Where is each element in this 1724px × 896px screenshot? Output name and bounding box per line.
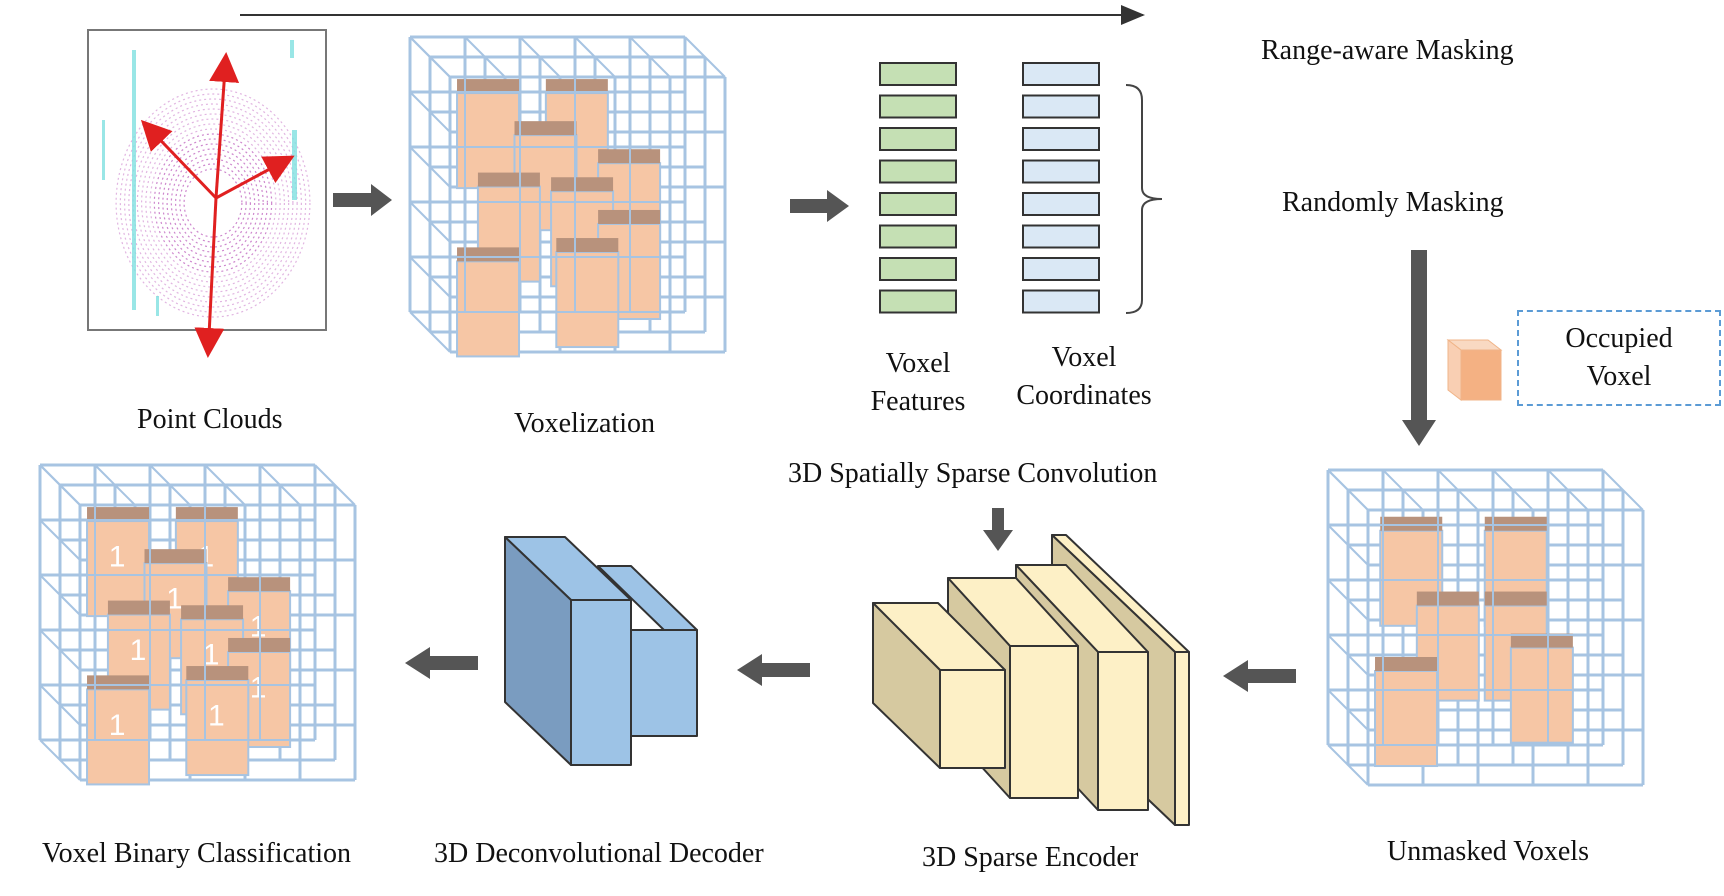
occupied-voxel: 1 <box>86 507 151 618</box>
arrow-masking-down <box>1402 250 1436 446</box>
arrow-voxelization-to-features <box>790 190 849 222</box>
voxel-coordinate-row <box>1022 289 1100 314</box>
occupancy-label: 1 <box>109 540 126 573</box>
voxel-coordinates-column <box>1022 62 1100 314</box>
occupancy-label: 1 <box>130 634 147 667</box>
point-cloud-panel <box>87 29 327 358</box>
sparse-encoder-blocks <box>872 534 1190 826</box>
voxel-coordinate-row <box>1022 94 1100 119</box>
voxel-feature-row <box>879 257 957 281</box>
scan-ring <box>128 103 298 303</box>
voxel-feature-row <box>879 224 957 249</box>
scan-ring <box>119 93 307 313</box>
voxel-feature-row <box>879 289 957 314</box>
voxel-feature-row <box>879 192 957 216</box>
scan-ring <box>132 108 294 298</box>
coordinate-axes <box>140 52 295 358</box>
deconv-decoder-blocks <box>504 536 698 766</box>
voxel-coordinate-row <box>1022 62 1100 86</box>
voxel-coordinates-label: Voxel Coordinates <box>1016 342 1152 411</box>
arrow-encoder-to-decoder <box>737 654 810 686</box>
cyan-points <box>292 130 297 200</box>
arrow-pc-to-voxelization <box>333 184 392 216</box>
voxel-feature-row <box>879 62 957 86</box>
sparse-convolution-label: 3D Spatially Sparse Convolution <box>788 458 1158 489</box>
flow-arrows <box>333 184 1436 692</box>
voxel-coordinate-row <box>1022 192 1100 216</box>
cyan-points <box>156 296 159 316</box>
grid-front <box>39 464 356 781</box>
arrow-conv-down <box>983 508 1013 551</box>
scan-ring <box>166 148 260 258</box>
grid-front <box>409 36 726 353</box>
coordinates-brace <box>1125 84 1163 314</box>
arrow-decoder-to-classification <box>405 647 478 679</box>
voxelization-grid <box>408 35 727 358</box>
scan-ring <box>158 138 269 268</box>
occupancy-label: 1 <box>250 671 267 704</box>
occupied-voxel <box>456 79 521 190</box>
voxel-feature-row <box>879 127 957 151</box>
voxel-coordinate-row <box>1022 224 1100 249</box>
scan-ring <box>183 168 243 238</box>
voxelization-label: Voxelization <box>514 408 656 439</box>
occupied-voxel <box>555 238 620 349</box>
randomly-masking-label: Randomly Masking <box>1282 187 1504 218</box>
unmasked-voxels-grid <box>1326 468 1645 787</box>
voxel-coordinate-row <box>1022 159 1100 184</box>
range-aware-masking-label: Range-aware Masking <box>1261 35 1514 66</box>
scan-ring <box>115 88 311 318</box>
occupied-voxel-legend <box>1517 310 1721 406</box>
voxel-feature-row <box>879 159 957 184</box>
arrow-unmasked-to-encoder <box>1223 660 1296 692</box>
classification-grid: 111111111 <box>38 463 357 786</box>
scan-ring <box>136 113 290 293</box>
binary-classification-label: Voxel Binary Classification <box>42 838 351 869</box>
voxel-coordinate-row <box>1022 257 1100 281</box>
occupancy-label: 1 <box>203 639 220 672</box>
voxel-features-label: Voxel Features <box>870 348 966 417</box>
grid-front <box>1327 469 1644 786</box>
scan-ring <box>145 123 281 283</box>
scan-ring <box>141 118 286 288</box>
occupied-voxel: 1 <box>185 666 250 777</box>
scan-ring <box>123 98 303 308</box>
occupied-voxel <box>1509 633 1574 744</box>
cyan-points <box>132 50 136 310</box>
cyan-points <box>102 120 105 180</box>
occupied-voxel <box>456 247 521 358</box>
occupancy-label: 1 <box>166 583 183 616</box>
voxel-coordinate-row <box>1022 127 1100 151</box>
point-clouds-label: Point Clouds <box>137 404 283 435</box>
sensor-gap <box>185 173 241 233</box>
occupied-voxel <box>1374 657 1439 768</box>
occupancy-label: 1 <box>109 709 126 742</box>
occupancy-label: 1 <box>250 611 267 644</box>
voxel-feature-row <box>879 94 957 119</box>
unmasked-voxels-label: Unmasked Voxels <box>1387 836 1589 867</box>
voxel-features-column <box>879 62 957 314</box>
cyan-points <box>290 40 294 58</box>
occupied-voxel-label: Occupied Voxel <box>1565 323 1673 392</box>
occupied-voxel: 1 <box>86 675 151 786</box>
occupied-voxel-icon <box>1446 338 1503 402</box>
scan-ring <box>175 158 252 248</box>
scan-ring <box>149 128 277 278</box>
occupancy-label: 1 <box>208 699 225 732</box>
sparse-encoder-label: 3D Sparse Encoder <box>922 842 1139 873</box>
deconv-decoder-label: 3D Deconvolutional Decoder <box>434 838 764 869</box>
